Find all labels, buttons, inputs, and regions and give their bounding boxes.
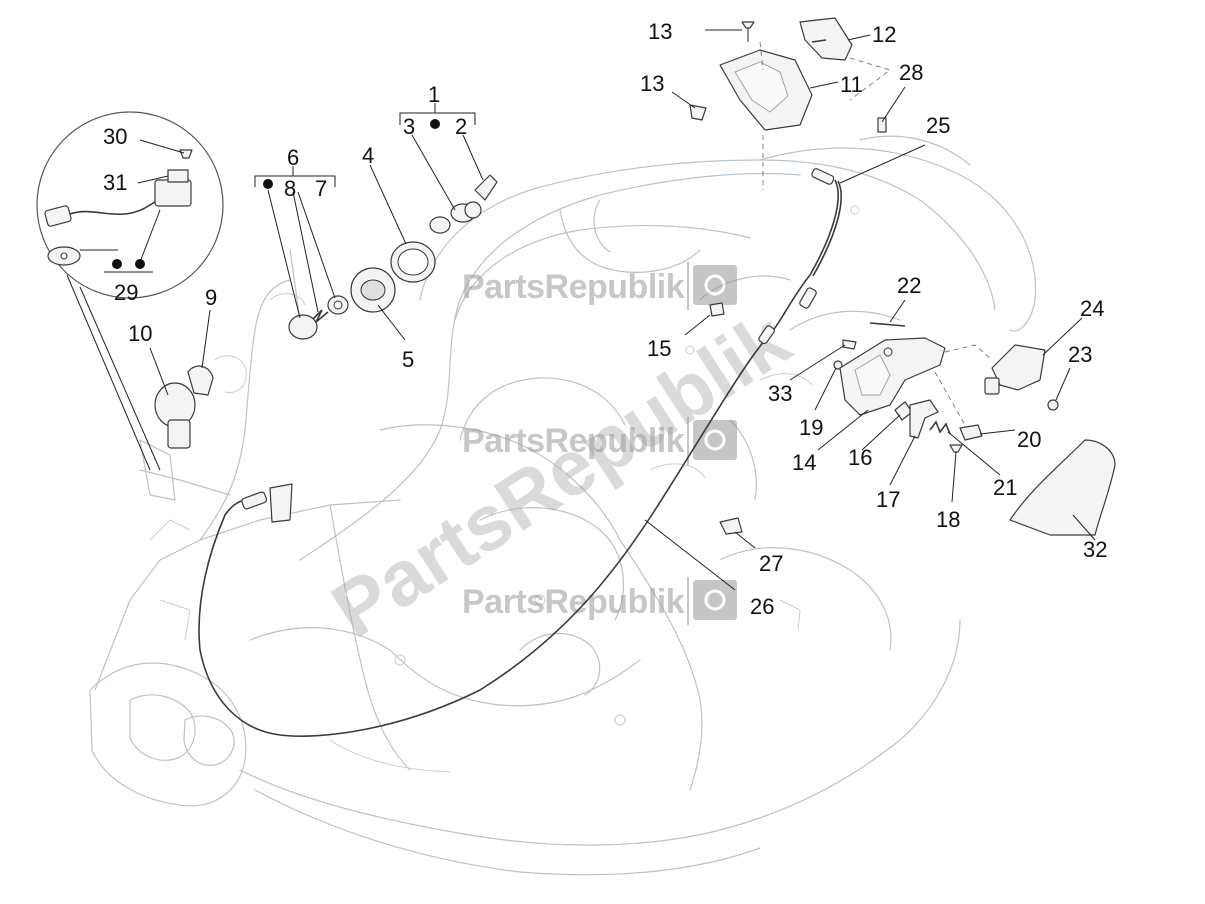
ignition-lock-group [149,103,498,449]
callout-32: 32 [1083,537,1107,562]
seat-release-cable [198,144,926,737]
callout-24: 24 [1080,296,1104,321]
callout-4: 4 [362,143,374,168]
watermark-middle: PartsRepublik [462,422,685,460]
callout-8: 8 [284,176,296,201]
callout-22: 22 [897,273,921,298]
callout-17: 17 [876,487,900,512]
callout-26: 26 [750,594,774,619]
callout-6: 6 [287,145,299,170]
callout-25: 25 [926,113,950,138]
callout-27: 27 [759,551,783,576]
callout-7: 7 [315,176,327,201]
callout-13-bottom: 13 [640,71,664,96]
callout-5: 5 [402,347,414,372]
callout-15: 15 [647,336,671,361]
callout-11: 11 [840,72,863,97]
callout-2: 2 [455,114,467,139]
callout-19: 19 [799,415,823,440]
callout-labels: 1 2 3 4 5 6 7 8 9 10 11 12 13 13 14 15 1… [103,19,1107,619]
callout-30: 30 [103,124,127,149]
scooter-frame-outline [89,135,1037,876]
seat-lock-mechanism-group [684,299,1116,549]
detail-inset [36,111,224,471]
callout-18: 18 [936,507,960,532]
callout-23: 23 [1068,342,1092,367]
watermark-top: PartsRepublik [462,268,685,306]
callout-29: 29 [114,280,138,305]
callout-28: 28 [899,60,923,85]
callout-14: 14 [792,450,816,475]
callout-9: 9 [205,285,217,310]
callout-3: 3 [403,114,415,139]
callout-12: 12 [872,22,896,47]
callout-31: 31 [103,170,127,195]
seat-lock-top-group [671,17,906,190]
callout-16: 16 [848,445,872,470]
watermarks: PartsRepublik PartsRepublik PartsRepubli… [316,262,805,654]
callout-10: 10 [128,321,152,346]
callout-21: 21 [993,475,1017,500]
callout-33: 33 [768,381,792,406]
callout-1: 1 [428,82,440,107]
watermark-gear-icon [687,262,737,625]
callout-20: 20 [1017,427,1041,452]
callout-13-top: 13 [648,19,672,44]
